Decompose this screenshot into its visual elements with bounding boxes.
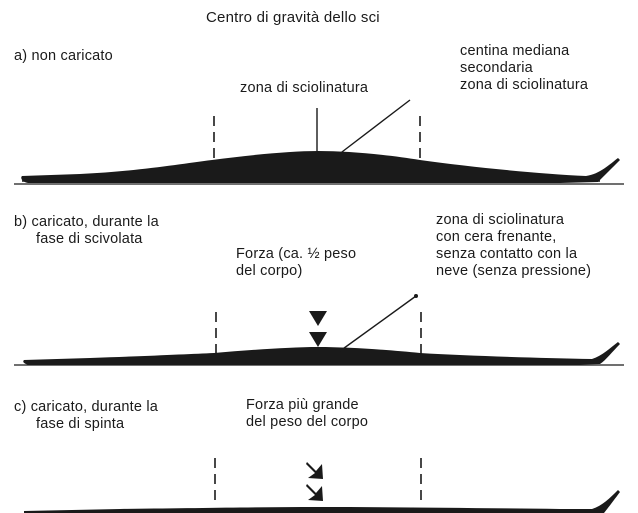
- figure-title: Centro di gravità dello sci: [206, 9, 380, 26]
- panel-b-force-label-line2: del corpo): [236, 263, 303, 279]
- panel-b-force-arrow-upper: [309, 311, 327, 326]
- panel-b-label-line2: fase di scivolata: [36, 231, 143, 247]
- panel-b-ski: [14, 294, 624, 366]
- panel-b-force-arrow-lower: [309, 332, 327, 347]
- panel-b-ski-body: [23, 342, 620, 365]
- panel-b-side-label-line2: con cera frenante,: [436, 229, 557, 245]
- panel-b-side-label-line1: zona di sciolinatura: [436, 212, 565, 228]
- panel-a-side-label-line2: secondaria: [460, 60, 533, 76]
- panel-b-side-label-line4: neve (senza pressione): [436, 263, 592, 279]
- panel-b-force-label-line1: Forza (ca. ½ peso: [236, 246, 357, 262]
- panel-c-force-label-line1: Forza più grande: [246, 397, 359, 413]
- panel-a-ski-body: [21, 151, 620, 183]
- panel-c-force-label-line2: del peso del corpo: [246, 414, 369, 430]
- panel-a-label: a) non caricato: [14, 48, 113, 64]
- panel-a-side-pointer: [337, 99, 411, 156]
- panel-c-label-line2: fase di spinta: [36, 416, 125, 432]
- panel-c-force-arrow-upper: [306, 462, 323, 479]
- panel-b-side-label-line3: senza contatto con la: [436, 246, 578, 262]
- panel-c-ski: [24, 458, 620, 513]
- panel-a-side-label-line1: centina mediana: [460, 43, 570, 59]
- panel-c-label-line1: c) caricato, durante la: [14, 399, 159, 415]
- panel-c-force-arrow-lower: [306, 484, 323, 501]
- panel-c-ski-body: [24, 490, 620, 513]
- panel-a-center-label: zona di sciolinatura: [240, 80, 369, 96]
- panel-b-side-pointer: [339, 295, 417, 352]
- panel-a-ski: [14, 99, 624, 185]
- panel-b-label-line1: b) caricato, durante la: [14, 214, 159, 230]
- panel-a-side-label-line3: zona di sciolinatura: [460, 77, 589, 93]
- panel-b-pointer-dot: [414, 294, 418, 298]
